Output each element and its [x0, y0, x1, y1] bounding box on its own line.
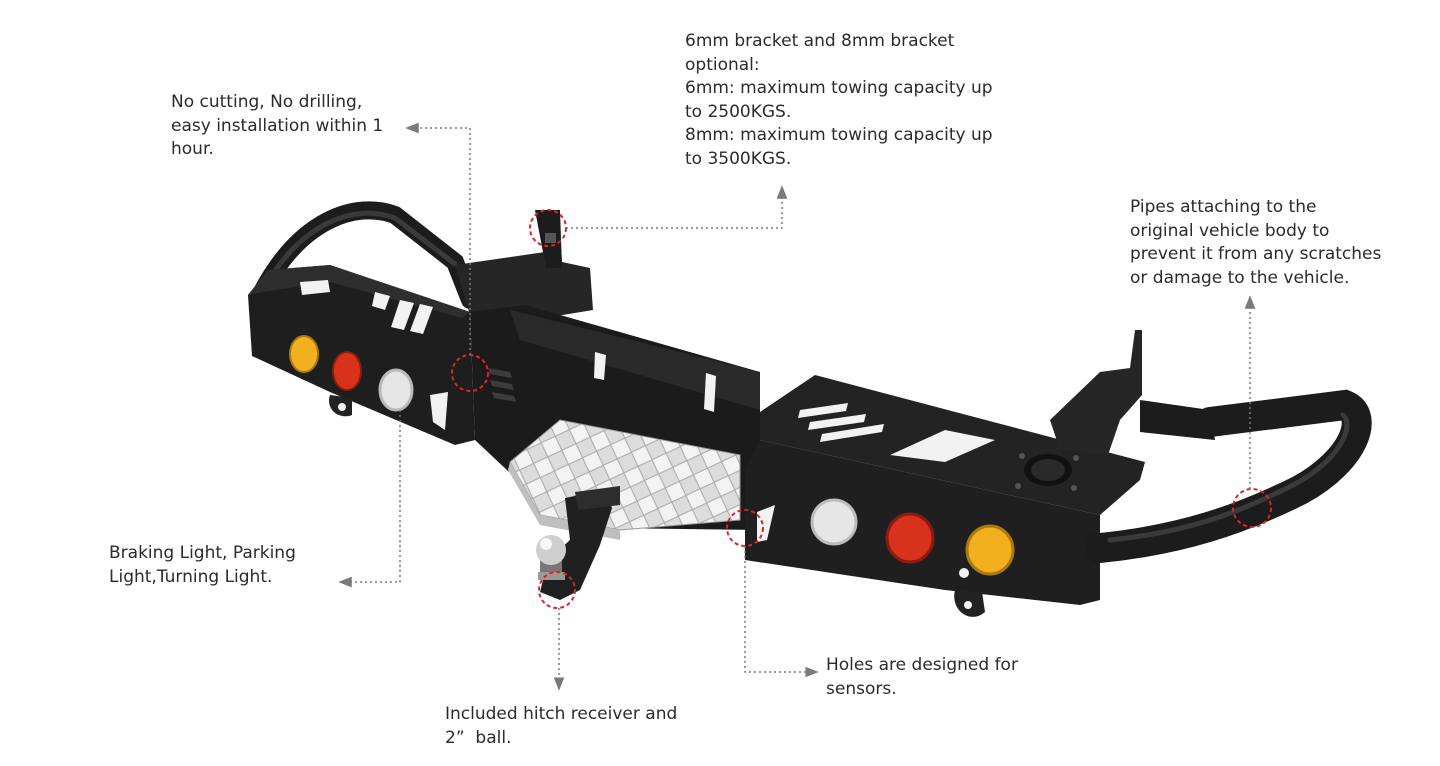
- left-red-light: [332, 351, 362, 391]
- callout-install-line-3: hour.: [171, 139, 214, 159]
- rear-bumper: [248, 201, 1372, 617]
- callout-hitch-line-2: 2” ball.: [445, 727, 512, 748]
- right-red-light: [885, 512, 935, 564]
- callout-sensors-line-2: sensors.: [826, 678, 897, 699]
- leader-sensor: [744, 546, 819, 678]
- right-lights: [810, 498, 1015, 576]
- callout-hitch: Included hitch receiver and 2” ball.: [445, 703, 677, 750]
- callout-bracket-line-2: optional:: [685, 54, 760, 75]
- callout-sensors-line-1: Holes are designed for: [826, 655, 1018, 675]
- callout-hitch-line-1: Included hitch receiver and: [445, 704, 678, 724]
- right-amber-light: [965, 524, 1015, 576]
- callout-lights-line-2: Light,Turning Light.: [109, 566, 273, 587]
- callout-install: No cutting, No drilling, easy installati…: [171, 91, 383, 162]
- callout-lights-line-1: Braking Light, Parking: [109, 543, 296, 563]
- right-mount-bracket: [1050, 330, 1142, 455]
- leader-install: [405, 122, 471, 355]
- left-white-light: [378, 368, 414, 412]
- left-amber-light: [289, 335, 319, 373]
- leader-lights: [338, 410, 401, 588]
- callout-pipes-line-2: original vehicle body to: [1130, 220, 1330, 241]
- callout-bracket-line-1: 6mm bracket and 8mm bracket: [685, 31, 955, 51]
- callout-install-line-2: easy installation within 1: [171, 115, 384, 136]
- callout-pipes-line-1: Pipes attaching to the: [1130, 197, 1317, 217]
- left-lights: [289, 335, 414, 412]
- right-tube: [1085, 389, 1372, 563]
- callout-install-line-1: No cutting, No drilling,: [171, 92, 363, 112]
- highlight-pipe: [1232, 488, 1272, 528]
- leader-bracket: [566, 185, 788, 229]
- callout-bracket-line-3: 6mm: maximum towing capacity up: [685, 78, 993, 98]
- callout-bracket-line-4: to 2500KGS.: [685, 101, 792, 122]
- callout-lights: Braking Light, Parking Light,Turning Lig…: [109, 542, 296, 589]
- callout-pipes-line-3: prevent it from any scratches: [1130, 244, 1382, 264]
- callout-pipes-line-4: or damage to the vehicle.: [1130, 267, 1350, 288]
- callout-bracket: 6mm bracket and 8mm bracket optional: 6m…: [685, 30, 993, 171]
- callout-pipes: Pipes attaching to the original vehicle …: [1130, 196, 1381, 290]
- callout-sensors: Holes are designed for sensors.: [826, 654, 1018, 701]
- tow-ball: [536, 535, 566, 580]
- callout-bracket-line-6: to 3500KGS.: [685, 148, 792, 169]
- callout-bracket-line-5: 8mm: maximum towing capacity up: [685, 125, 993, 145]
- highlight-hitch: [538, 571, 576, 609]
- right-white-light: [810, 498, 858, 546]
